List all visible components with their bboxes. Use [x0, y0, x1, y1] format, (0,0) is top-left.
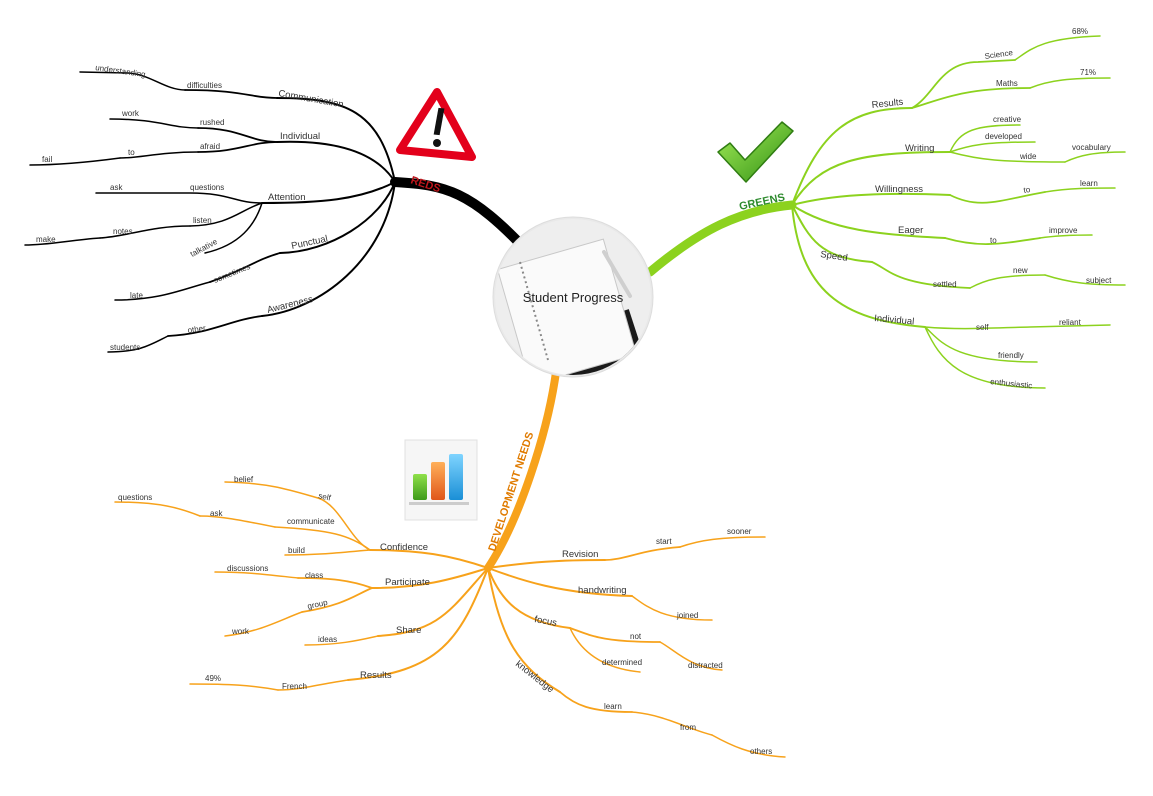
notebook-photo — [495, 219, 651, 375]
node-notes: notes — [113, 227, 133, 236]
node-ask: ask — [110, 183, 123, 192]
node-to-learn-to: to — [1023, 185, 1032, 195]
node-focus: focus — [533, 614, 558, 629]
node-results-dev: Results — [360, 670, 392, 681]
node-self: self — [976, 323, 989, 332]
node-class: class — [305, 571, 323, 580]
node-49pct: 49% — [205, 674, 221, 683]
node-learn: learn — [1080, 179, 1098, 188]
node-communicate: communicate — [287, 517, 335, 526]
reds-labels: REDS Communication difficulties understa… — [36, 63, 442, 352]
node-vocabulary: vocabulary — [1072, 143, 1111, 152]
node-other: other — [187, 323, 207, 334]
node-talkative: talkative — [189, 237, 220, 259]
dev-branch — [114, 368, 786, 758]
node-maths-pct: 71% — [1080, 68, 1096, 77]
central-topic: Student Progress — [492, 216, 654, 378]
node-fail: fail — [42, 155, 52, 164]
node-others: others — [750, 747, 772, 756]
node-late: late — [130, 291, 143, 300]
node-ideas: ideas — [318, 635, 337, 644]
central-topic-title: Student Progress — [523, 290, 624, 305]
node-friendly: friendly — [998, 351, 1024, 360]
node-eager: Eager — [898, 225, 923, 236]
node-learn-dev: learn — [604, 702, 622, 711]
checkmark-icon — [717, 121, 794, 183]
node-work-dev: work — [231, 627, 250, 636]
node-sometimes: sometimes — [212, 262, 251, 285]
node-settled: settled — [933, 280, 957, 289]
node-participate: Participate — [385, 577, 430, 588]
node-maths: Maths — [996, 79, 1018, 88]
node-questions-dev: questions — [118, 493, 152, 502]
greens-labels: GREENS Results Science 68% Maths 71% Wri… — [738, 27, 1112, 390]
node-build: build — [288, 546, 305, 555]
node-subject: subject — [1086, 276, 1112, 285]
node-ask-dev: ask — [210, 509, 223, 518]
node-creative: creative — [993, 115, 1022, 124]
node-joined: joined — [676, 611, 698, 620]
node-communication: Communication — [277, 88, 344, 110]
node-awareness: Awareness — [266, 294, 314, 316]
node-attention: Attention — [268, 192, 306, 203]
node-willingness: Willingness — [875, 184, 923, 195]
reds-branch-title: REDS — [409, 174, 442, 195]
node-listen: listen — [193, 216, 212, 225]
node-not: not — [630, 632, 642, 641]
node-science: Science — [984, 48, 1014, 61]
warning-triangle-icon — [396, 88, 476, 161]
node-work: work — [121, 109, 140, 118]
greens-branch — [645, 35, 1126, 389]
node-individual: Individual — [280, 131, 320, 142]
bar-chart-icon — [404, 439, 478, 521]
node-improve: improve — [1049, 226, 1078, 235]
node-start: start — [656, 537, 672, 546]
node-discussions: discussions — [227, 564, 268, 573]
node-group: group — [307, 598, 329, 611]
node-knowledge: knowledge — [513, 659, 556, 696]
node-difficulties: difficulties — [187, 81, 222, 90]
node-sooner: sooner — [727, 527, 752, 536]
node-new: new — [1013, 266, 1028, 275]
node-science-pct: 68% — [1072, 27, 1088, 36]
node-rushed: rushed — [200, 118, 224, 127]
node-distracted: distracted — [688, 661, 723, 670]
node-to-improve-to: to — [990, 236, 997, 245]
node-belief: belief — [234, 475, 254, 484]
node-developed: developed — [985, 132, 1022, 141]
node-enthusiastic: enthusiastic — [990, 377, 1033, 390]
node-self-dev: self — [318, 491, 333, 503]
node-writing: Writing — [905, 143, 934, 154]
node-french: French — [282, 682, 307, 691]
node-speed: Speed — [820, 249, 849, 264]
node-determined: determined — [602, 658, 642, 667]
node-understanding: understanding — [95, 63, 146, 79]
node-afraid: afraid — [200, 142, 220, 151]
node-confidence: Confidence — [380, 542, 428, 553]
node-students: students — [110, 343, 140, 352]
node-handwriting: handwriting — [578, 585, 627, 596]
node-from: from — [680, 723, 696, 732]
node-questions: questions — [190, 183, 224, 192]
node-individual-green: Individual — [874, 313, 915, 327]
node-make: make — [36, 235, 56, 244]
node-share: Share — [396, 625, 421, 636]
reds-branch — [24, 71, 533, 353]
node-revision: Revision — [562, 549, 598, 560]
node-to: to — [128, 148, 135, 157]
node-results: Results — [871, 97, 904, 111]
node-reliant: reliant — [1059, 318, 1082, 327]
node-wide: wide — [1019, 152, 1037, 161]
